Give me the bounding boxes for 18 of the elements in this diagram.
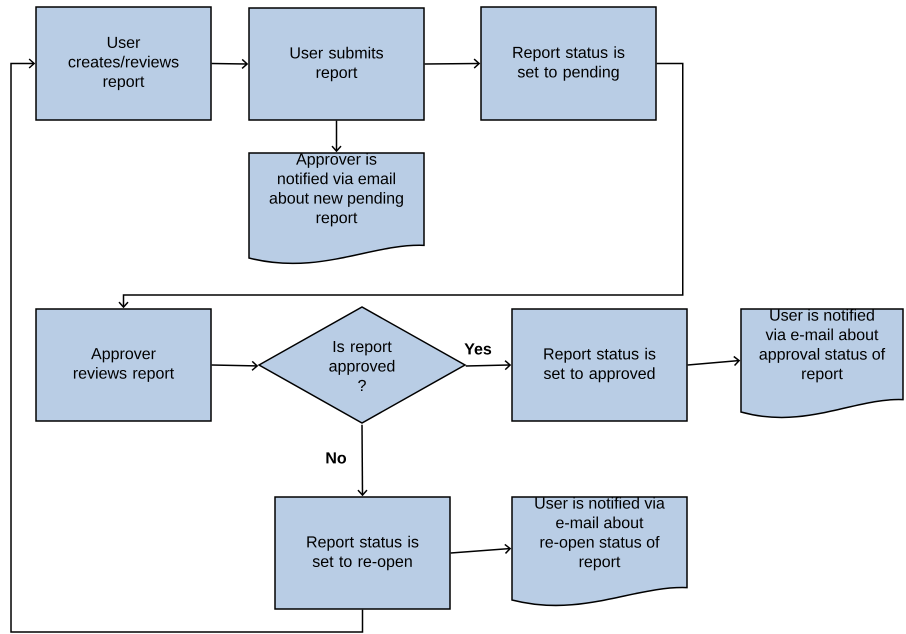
process-box: Report status is set to approved bbox=[511, 308, 688, 422]
process-box: Report status is set to pending bbox=[480, 6, 657, 121]
process-box: User submits report bbox=[248, 7, 425, 121]
edge-label: Yes bbox=[464, 343, 492, 355]
arrow bbox=[212, 360, 258, 371]
arrow bbox=[331, 120, 342, 152]
arrow bbox=[466, 360, 512, 370]
arrow bbox=[118, 62, 684, 308]
arrow bbox=[688, 356, 740, 366]
arrow bbox=[212, 58, 248, 69]
process-box: User creates/reviews report bbox=[35, 6, 212, 121]
arrow bbox=[10, 58, 364, 633]
arrow bbox=[424, 58, 480, 69]
process-box: Report status is set to re-open bbox=[274, 496, 451, 610]
arrow bbox=[450, 544, 512, 554]
edge-label: No bbox=[326, 452, 346, 464]
process-box: Approver reviews report bbox=[35, 308, 212, 422]
arrow bbox=[357, 424, 368, 496]
